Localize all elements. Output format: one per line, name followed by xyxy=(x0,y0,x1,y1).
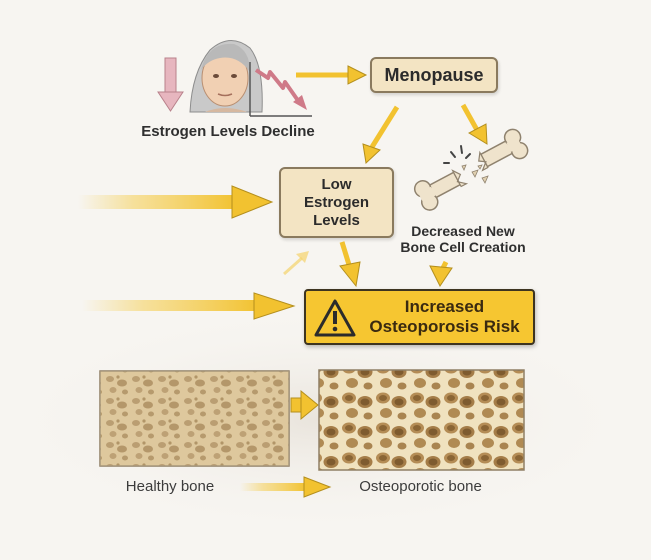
arrow-left-to-low-estrogen xyxy=(78,185,274,219)
menopause-label: Menopause xyxy=(384,64,484,85)
arrow-decline-to-menopause xyxy=(296,65,368,85)
arrow-menopause-to-low-estrogen xyxy=(362,105,400,165)
menopause-box: Menopause xyxy=(370,57,498,93)
arrow-healthy-to-osteoporotic-caption xyxy=(240,476,332,498)
osteoporotic-bone-image xyxy=(318,369,525,471)
estrogen-decline-label: Estrogen Levels Decline xyxy=(141,123,315,140)
healthy-bone-image xyxy=(99,370,290,467)
arrow-low-estrogen-to-risk xyxy=(339,241,361,288)
decreased-bone-line2: Bone Cell Creation xyxy=(400,239,526,256)
arrow-bone-creation-to-risk xyxy=(429,260,453,287)
down-arrow-icon xyxy=(157,57,184,112)
low-estrogen-label-line3: Levels xyxy=(313,211,360,229)
declining-graph-icon xyxy=(249,62,312,117)
arrow-faint-diagonal xyxy=(283,251,309,276)
healthy-bone-label: Healthy bone xyxy=(125,478,215,495)
arrow-healthy-to-osteoporotic-image xyxy=(290,389,319,421)
arrow-menopause-to-bone-creation xyxy=(460,103,488,145)
low-estrogen-label-line2: Estrogen xyxy=(303,193,369,211)
decreased-bone-line1: Decreased New xyxy=(411,223,515,239)
increased-risk-line1: Increased xyxy=(404,296,485,316)
osteoporotic-bone-label: Osteoporotic bone xyxy=(359,478,482,495)
low-estrogen-label-line1: Low xyxy=(321,175,352,193)
broken-bone-icon xyxy=(413,128,529,211)
arrow-left-to-risk xyxy=(82,292,296,320)
increased-risk-box: Increased Osteoporosis Risk xyxy=(304,289,535,345)
increased-risk-line2: Osteoporosis Risk xyxy=(369,317,520,336)
woman-portrait-icon xyxy=(189,40,263,113)
decreased-bone-creation-label: Decreased New Bone Cell Creation xyxy=(383,223,543,255)
warning-triangle-icon xyxy=(314,299,356,337)
low-estrogen-box: Low Estrogen Levels xyxy=(279,167,394,238)
